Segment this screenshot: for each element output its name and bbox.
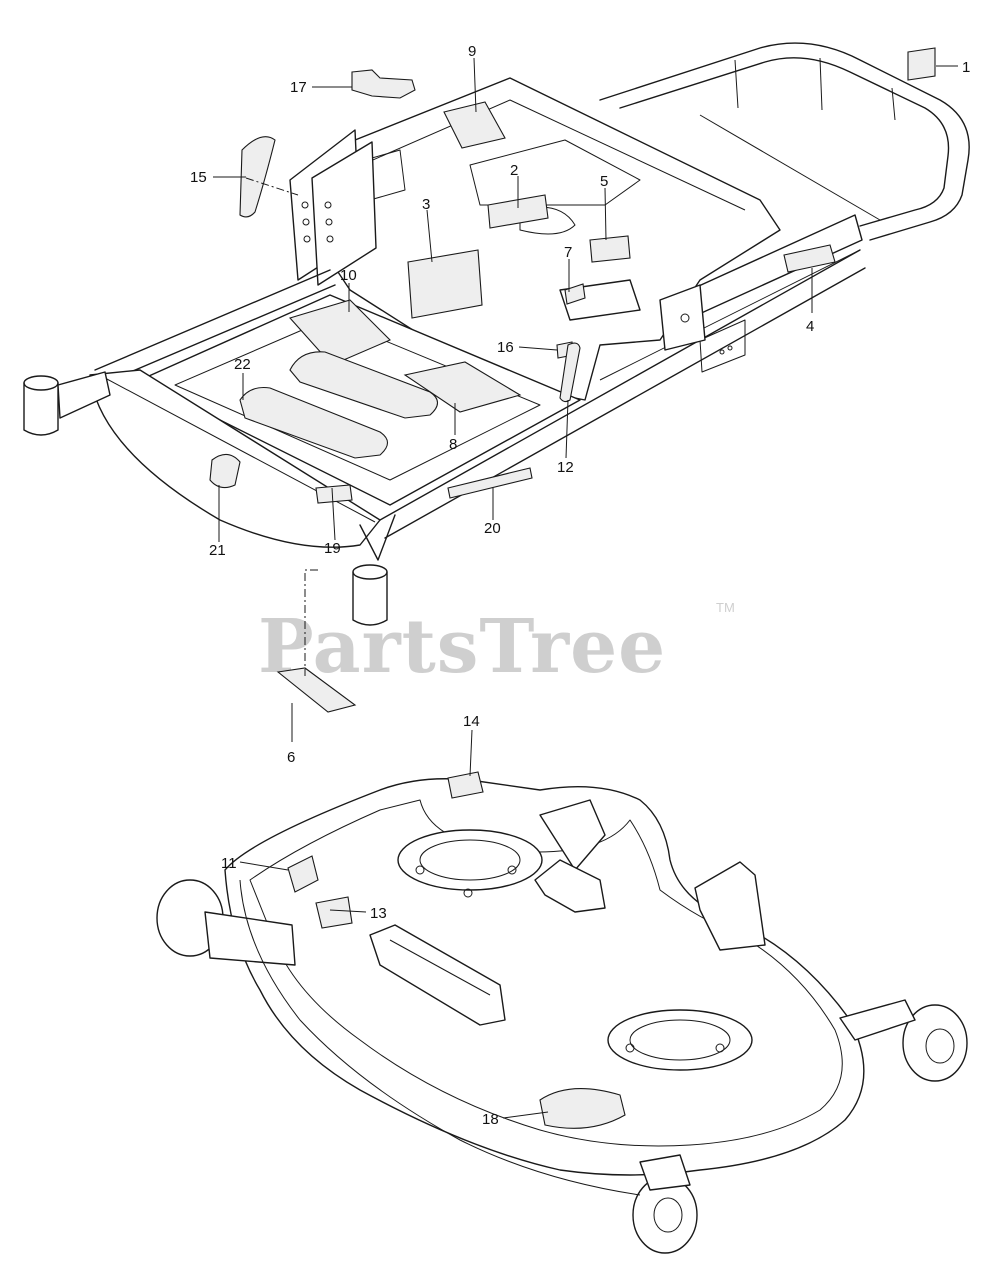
watermark-trademark: TM (716, 600, 735, 615)
callout-1: 1 (962, 59, 970, 76)
watermark: PartsTree TM (258, 600, 735, 690)
leader-lines (213, 57, 958, 1119)
callout-2: 2 (510, 162, 518, 179)
callout-6: 6 (287, 749, 295, 766)
callout-18: 18 (482, 1111, 499, 1128)
callout-13: 13 (370, 905, 387, 922)
watermark-text: PartsTree (258, 604, 666, 690)
callout-12: 12 (557, 459, 574, 476)
callout-5: 5 (600, 173, 608, 190)
callout-9: 9 (468, 43, 476, 60)
deck-assembly (156, 778, 968, 1254)
callout-22: 22 (234, 356, 251, 373)
deck-decals (287, 771, 626, 1129)
callout-7: 7 (564, 244, 572, 261)
callout-4: 4 (806, 318, 814, 335)
callout-19: 19 (324, 540, 341, 557)
callout-21: 21 (209, 542, 226, 559)
callout-10: 10 (340, 267, 357, 284)
callout-14: 14 (463, 713, 480, 730)
callout-20: 20 (484, 520, 501, 537)
callout-16: 16 (497, 339, 514, 356)
callout-11: 11 (221, 855, 237, 872)
callout-17: 17 (290, 79, 307, 96)
callout-8: 8 (449, 436, 457, 453)
callout-3: 3 (422, 196, 430, 213)
frame-decals (209, 47, 936, 713)
callout-labels: 1 2 3 4 5 6 7 8 9 10 11 12 13 14 15 16 1… (190, 43, 970, 1128)
callout-15: 15 (190, 169, 207, 186)
